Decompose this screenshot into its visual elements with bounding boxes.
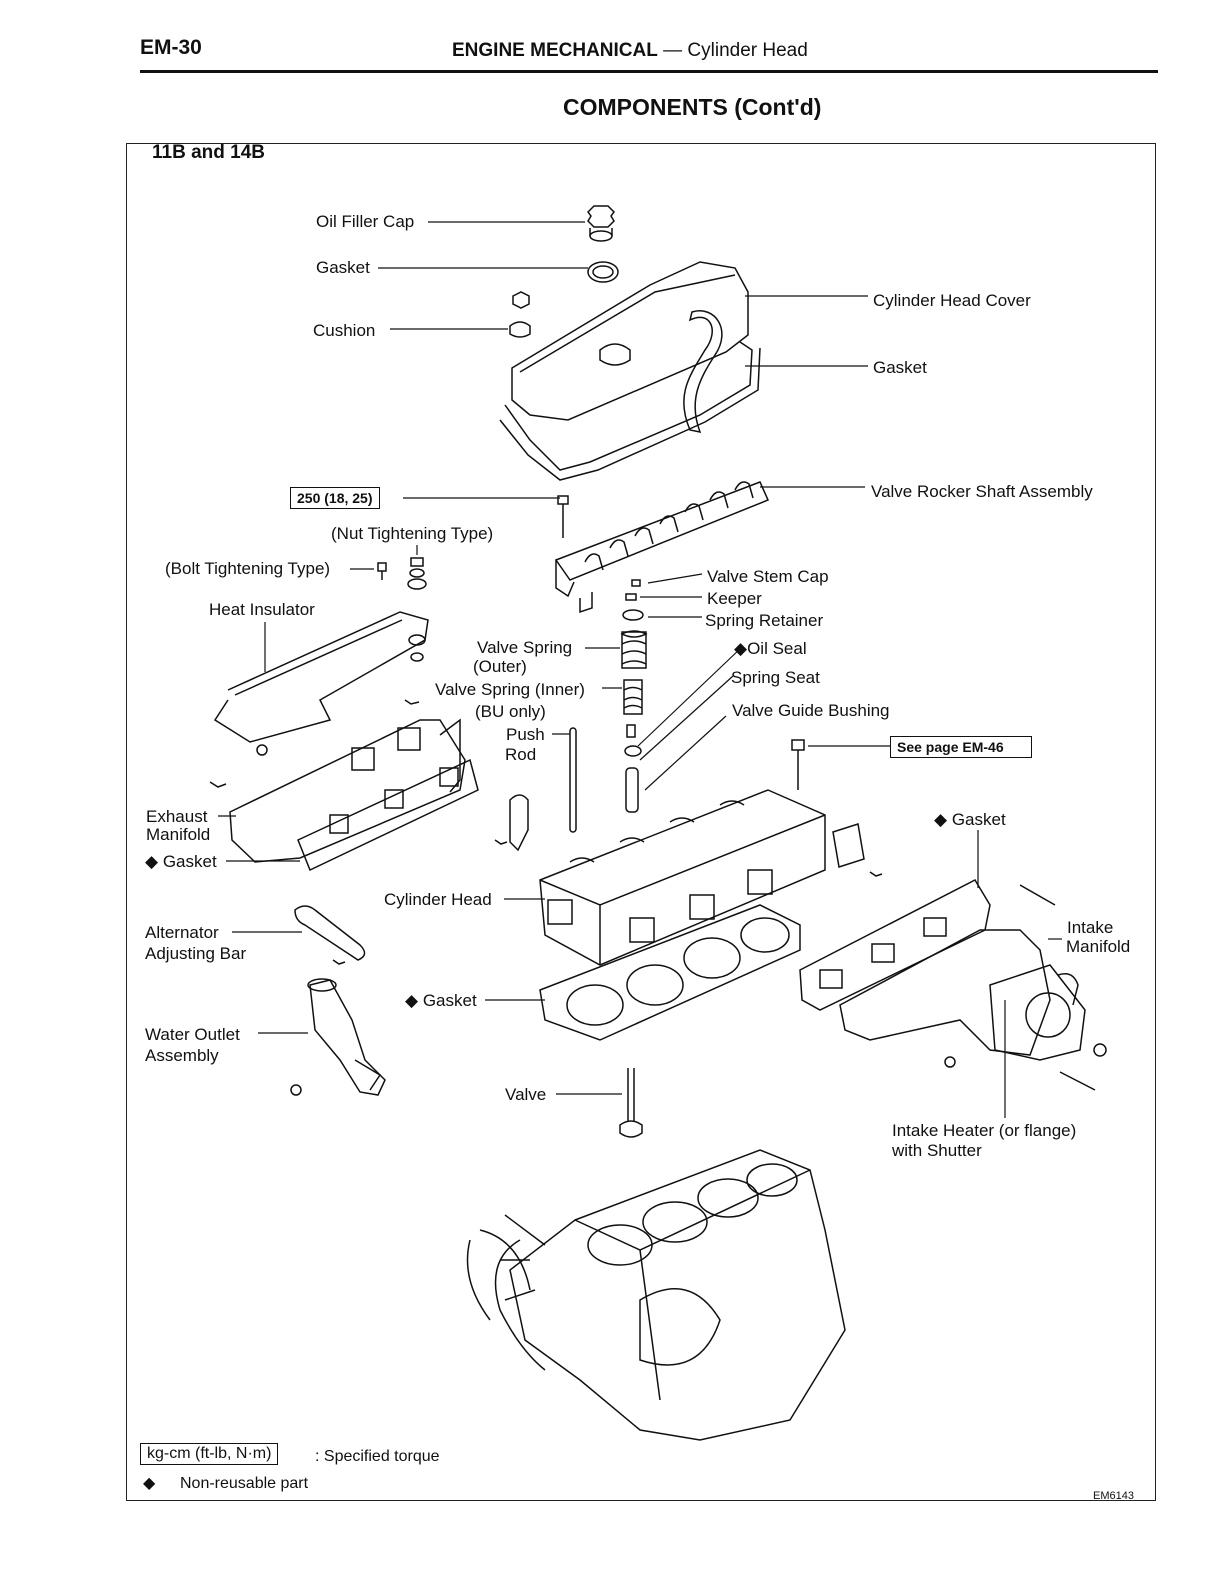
label-spring-seat: Spring Seat	[731, 668, 820, 687]
engine-block-drawing	[466, 1149, 846, 1441]
label-water-outlet-2: Assembly	[145, 1046, 219, 1065]
see-page-box: See page EM-46	[890, 736, 1032, 758]
gasket-exhaust-text: Gasket	[162, 852, 217, 871]
label-push-rod-2: Rod	[505, 745, 537, 764]
label-gasket-cap: Gasket	[316, 258, 370, 277]
label-valve: Valve	[505, 1085, 547, 1104]
label-spring-retainer: Spring Retainer	[705, 611, 824, 630]
legend-torque-unit: kg-cm (ft-lb, N·m)	[140, 1443, 279, 1465]
head-gasket-drawing	[539, 904, 801, 1041]
label-adjusting-bar: Adjusting Bar	[145, 944, 247, 963]
label-alternator: Alternator	[145, 923, 219, 942]
subsection-name: Cylinder Head	[687, 40, 808, 61]
label-intake-manifold-2: Manifold	[1066, 937, 1131, 956]
label-exhaust-manifold: Exhaust	[146, 807, 208, 826]
label-gasket-exhaust: ◆ Gasket	[145, 852, 217, 872]
torque-spec-box: 250 (18, 25)	[290, 487, 380, 509]
label-bolt-tightening: (Bolt Tightening Type)	[165, 559, 331, 578]
label-heat-insulator: Heat Insulator	[209, 600, 315, 619]
label-keeper: Keeper	[707, 589, 762, 608]
intake-manifold-drawing	[799, 879, 1086, 1061]
exhaust-manifold-drawing	[229, 718, 479, 872]
label-intake-heater: Intake Heater (or flange)	[892, 1121, 1077, 1140]
label-valve-spring-outer: Valve Spring	[477, 638, 573, 657]
label-cylinder-head: Cylinder Head	[384, 890, 492, 909]
valve-drawing	[619, 1068, 643, 1138]
label-cylinder-head-cover: Cylinder Head Cover	[873, 291, 1031, 310]
header-rule	[140, 70, 1158, 73]
label-intake-heater-2: with Shutter	[892, 1141, 982, 1160]
cylinder-head-cover-drawing	[499, 261, 761, 481]
legend-diamond: ◆	[143, 1475, 156, 1492]
alternator-bar-drawing	[294, 905, 366, 961]
label-valve-spring-inner: Valve Spring (Inner)	[435, 680, 585, 699]
label-valve-stem-cap: Valve Stem Cap	[707, 567, 829, 586]
nonreusable-marker: ◆	[145, 852, 159, 871]
oil-seal-text: Oil Seal	[747, 639, 807, 658]
label-water-outlet: Water Outlet	[145, 1025, 240, 1044]
legend-torque-desc: : Specified torque	[315, 1448, 440, 1465]
page-number: EM-30	[140, 36, 202, 59]
section-dash: —	[657, 40, 688, 61]
nonreusable-marker: ◆	[405, 991, 419, 1010]
diagram-frame	[126, 143, 1156, 1501]
cylinder-head-drawing	[539, 789, 826, 966]
page-title: COMPONENTS (Cont'd)	[563, 94, 822, 120]
figure-code: EM6143	[1093, 1490, 1134, 1502]
valve-rocker-shaft-drawing	[554, 481, 770, 614]
label-valve-guide-bushing: Valve Guide Bushing	[732, 701, 890, 720]
leader-lines	[218, 221, 1062, 1118]
label-push-rod: Push	[506, 725, 545, 744]
section-title: ENGINE MECHANICAL — Cylinder Head	[452, 40, 808, 62]
nonreusable-marker: ◆	[734, 639, 748, 658]
label-gasket-intake: ◆ Gasket	[934, 810, 1006, 830]
label-intake-manifold: Intake	[1067, 918, 1114, 937]
section-name: ENGINE MECHANICAL	[452, 40, 658, 61]
label-gasket-cover: Gasket	[873, 358, 927, 377]
label-valve-spring-outer-qualifier: (Outer)	[473, 657, 527, 676]
gasket-head-text: Gasket	[422, 991, 477, 1010]
heat-insulator-drawing	[213, 611, 429, 743]
label-exhaust-manifold-2: Manifold	[146, 825, 211, 844]
label-oil-seal: ◆Oil Seal	[734, 639, 807, 659]
label-valve-rocker-shaft: Valve Rocker Shaft Assembly	[871, 482, 1093, 501]
nonreusable-marker: ◆	[934, 810, 948, 829]
label-oil-filler-cap: Oil Filler Cap	[316, 212, 415, 231]
model-label: 11B and 14B	[152, 142, 265, 163]
legend-nonreusable-desc: Non-reusable part	[180, 1475, 309, 1492]
oil-filler-cap-drawing	[587, 205, 615, 242]
cap-gasket-drawing	[587, 261, 619, 283]
label-nut-tightening: (Nut Tightening Type)	[331, 524, 494, 543]
label-cushion: Cushion	[313, 321, 376, 340]
label-bu-only: (BU only)	[475, 702, 546, 721]
gasket-intake-text: Gasket	[951, 810, 1006, 829]
label-gasket-head: ◆ Gasket	[405, 991, 477, 1011]
valve-springs-drawing	[620, 630, 648, 715]
water-outlet-drawing	[307, 978, 386, 1096]
